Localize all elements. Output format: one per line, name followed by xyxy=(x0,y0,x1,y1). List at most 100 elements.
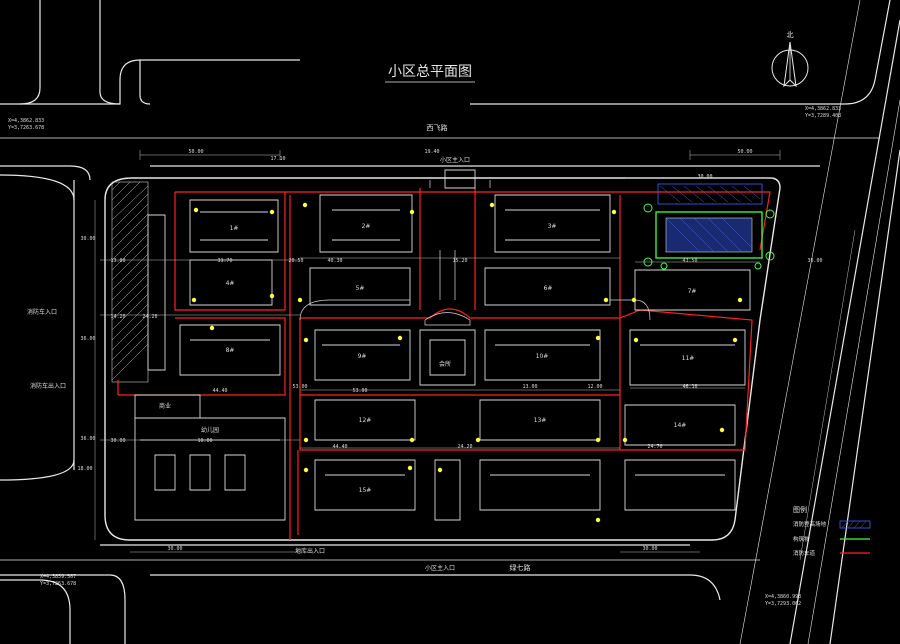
coord-tr-x: X=4,3862.833 xyxy=(805,106,841,112)
dimension-label-1: 50.00 xyxy=(188,149,203,155)
building-6 xyxy=(484,267,611,306)
building-7 xyxy=(634,269,751,311)
dimension-label-7: 20.50 xyxy=(288,258,303,264)
fire-climb-area-hatch xyxy=(657,183,763,205)
building-label-13: 13# xyxy=(534,417,547,424)
right-diagonal-road-4 xyxy=(739,0,861,644)
coord-bl-x: X=4,3859.567 xyxy=(40,574,76,580)
dimension-label-10: 30.00 xyxy=(80,236,95,242)
building-school-annex xyxy=(134,394,201,419)
bottom-road-name: 绿七路 xyxy=(510,563,531,572)
gate-left-main: 消防车入口 xyxy=(27,308,57,316)
building-label-5: 5# xyxy=(356,285,365,292)
building-9 xyxy=(314,329,411,381)
building-16 xyxy=(479,459,601,511)
building-label-1: 1# xyxy=(230,225,239,232)
dimension-label-17: 10.00 xyxy=(197,438,212,444)
building-1 xyxy=(189,199,279,253)
left-road-edge-1 xyxy=(19,0,41,105)
building-label-10: 10# xyxy=(536,353,549,360)
dimension-label-18: 44.40 xyxy=(332,444,347,450)
left-landscape-strip xyxy=(111,181,149,381)
building-17 xyxy=(624,459,736,511)
dimension-label-3: 19.40 xyxy=(424,149,439,155)
dimension-label-13: 44.40 xyxy=(212,388,227,394)
bottom-road-lower xyxy=(0,574,721,644)
dimension-label-9: 15.20 xyxy=(452,258,467,264)
dimension-label-19: 24.20 xyxy=(457,444,472,450)
building-label-7: 7# xyxy=(688,288,697,295)
building-label-11: 11# xyxy=(682,355,695,362)
building-label-4: 4# xyxy=(226,280,235,287)
building-label-2: 2# xyxy=(362,223,371,230)
dimension-lines xyxy=(94,150,856,561)
coord-tr-y: Y=3,7289.403 xyxy=(805,113,841,119)
legend-title: 图例 xyxy=(793,505,807,514)
dimension-label-21: 12.00 xyxy=(587,384,602,390)
gate-bottom-main: 小区主入口 xyxy=(425,564,455,572)
left-tower xyxy=(147,214,166,371)
building-label-15: 15# xyxy=(359,487,372,494)
clubhouse-label: 会所 xyxy=(439,360,451,368)
building-clubhouse xyxy=(419,329,476,386)
building-label-3: 3# xyxy=(548,223,557,230)
dimension-label-31: 30.00 xyxy=(807,258,822,264)
dimension-label-6: 31.70 xyxy=(217,258,232,264)
legend-hatch-swatch xyxy=(839,520,871,529)
top-road-upper-edge xyxy=(0,59,300,105)
left-vertical-road-b xyxy=(0,174,75,201)
coord-tl-x: X=4,3862.833 xyxy=(8,118,44,124)
dimension-label-24: 46.10 xyxy=(682,384,697,390)
commercial-label: 商业 xyxy=(159,402,171,410)
dimension-label-14: 36.00 xyxy=(80,336,95,342)
dimension-label-25: 24.70 xyxy=(647,444,662,450)
top-road-lower-edge xyxy=(0,165,820,181)
dimension-label-22: 13.00 xyxy=(522,384,537,390)
dimension-label-15: 36.00 xyxy=(80,436,95,442)
dimension-label-27: 30.00 xyxy=(697,174,712,180)
dimension-label-26: 43.50 xyxy=(682,258,697,264)
coord-br-y: Y=3,7293.062 xyxy=(765,601,801,607)
building-3 xyxy=(494,194,611,253)
building-8 xyxy=(179,324,281,376)
building-10 xyxy=(484,329,601,381)
gate-top-main: 小区主入口 xyxy=(440,156,470,164)
top-road-upper-edge-right xyxy=(470,0,891,105)
building-14 xyxy=(624,404,736,446)
left-vertical-road-c xyxy=(0,459,75,481)
legend: 图例 消防登高场地 构筑物 消防车道 xyxy=(793,505,871,557)
dimension-label-2: 17.10 xyxy=(270,156,285,162)
dimension-label-5: 13.00 xyxy=(110,258,125,264)
gate-house-top xyxy=(444,169,476,189)
north-arrow xyxy=(771,41,809,88)
text-layer: 小区总平面图 北 西飞路 绿七路 小区主入口 小区主入口 地库出入口 消防车入口… xyxy=(8,31,841,607)
dimension-label-8: 40.30 xyxy=(327,258,342,264)
right-diagonal-road-1 xyxy=(789,19,900,644)
building-2 xyxy=(319,194,413,253)
building-11 xyxy=(629,329,746,386)
school-label: 幼儿园 xyxy=(201,426,219,434)
site-boundary xyxy=(104,177,781,541)
structure-group xyxy=(643,183,775,270)
upper-left-block xyxy=(139,60,151,105)
gate-house-bottom xyxy=(434,459,461,521)
dimension-label-20: 53.00 xyxy=(292,384,307,390)
dimension-label-4: 50.00 xyxy=(737,149,752,155)
building-15 xyxy=(314,459,416,511)
building-label-14: 14# xyxy=(674,422,687,429)
legend-item-green-label: 构筑物 xyxy=(793,535,810,543)
dimension-label-12: 24.20 xyxy=(142,314,157,320)
building-label-9: 9# xyxy=(358,353,367,360)
left-road-edge-2 xyxy=(99,0,121,105)
right-diagonal-road-3 xyxy=(829,149,900,644)
legend-item-red-label: 消防车道 xyxy=(793,549,816,557)
structure-outline xyxy=(655,211,763,259)
structure-inner xyxy=(665,217,753,253)
coord-bl-y: Y=3,7263.678 xyxy=(40,581,76,587)
buildings xyxy=(134,169,751,521)
top-road-name: 西飞路 xyxy=(427,123,448,132)
gate-left-secondary: 消防车出入口 xyxy=(30,382,66,390)
fire-lane xyxy=(117,188,771,540)
